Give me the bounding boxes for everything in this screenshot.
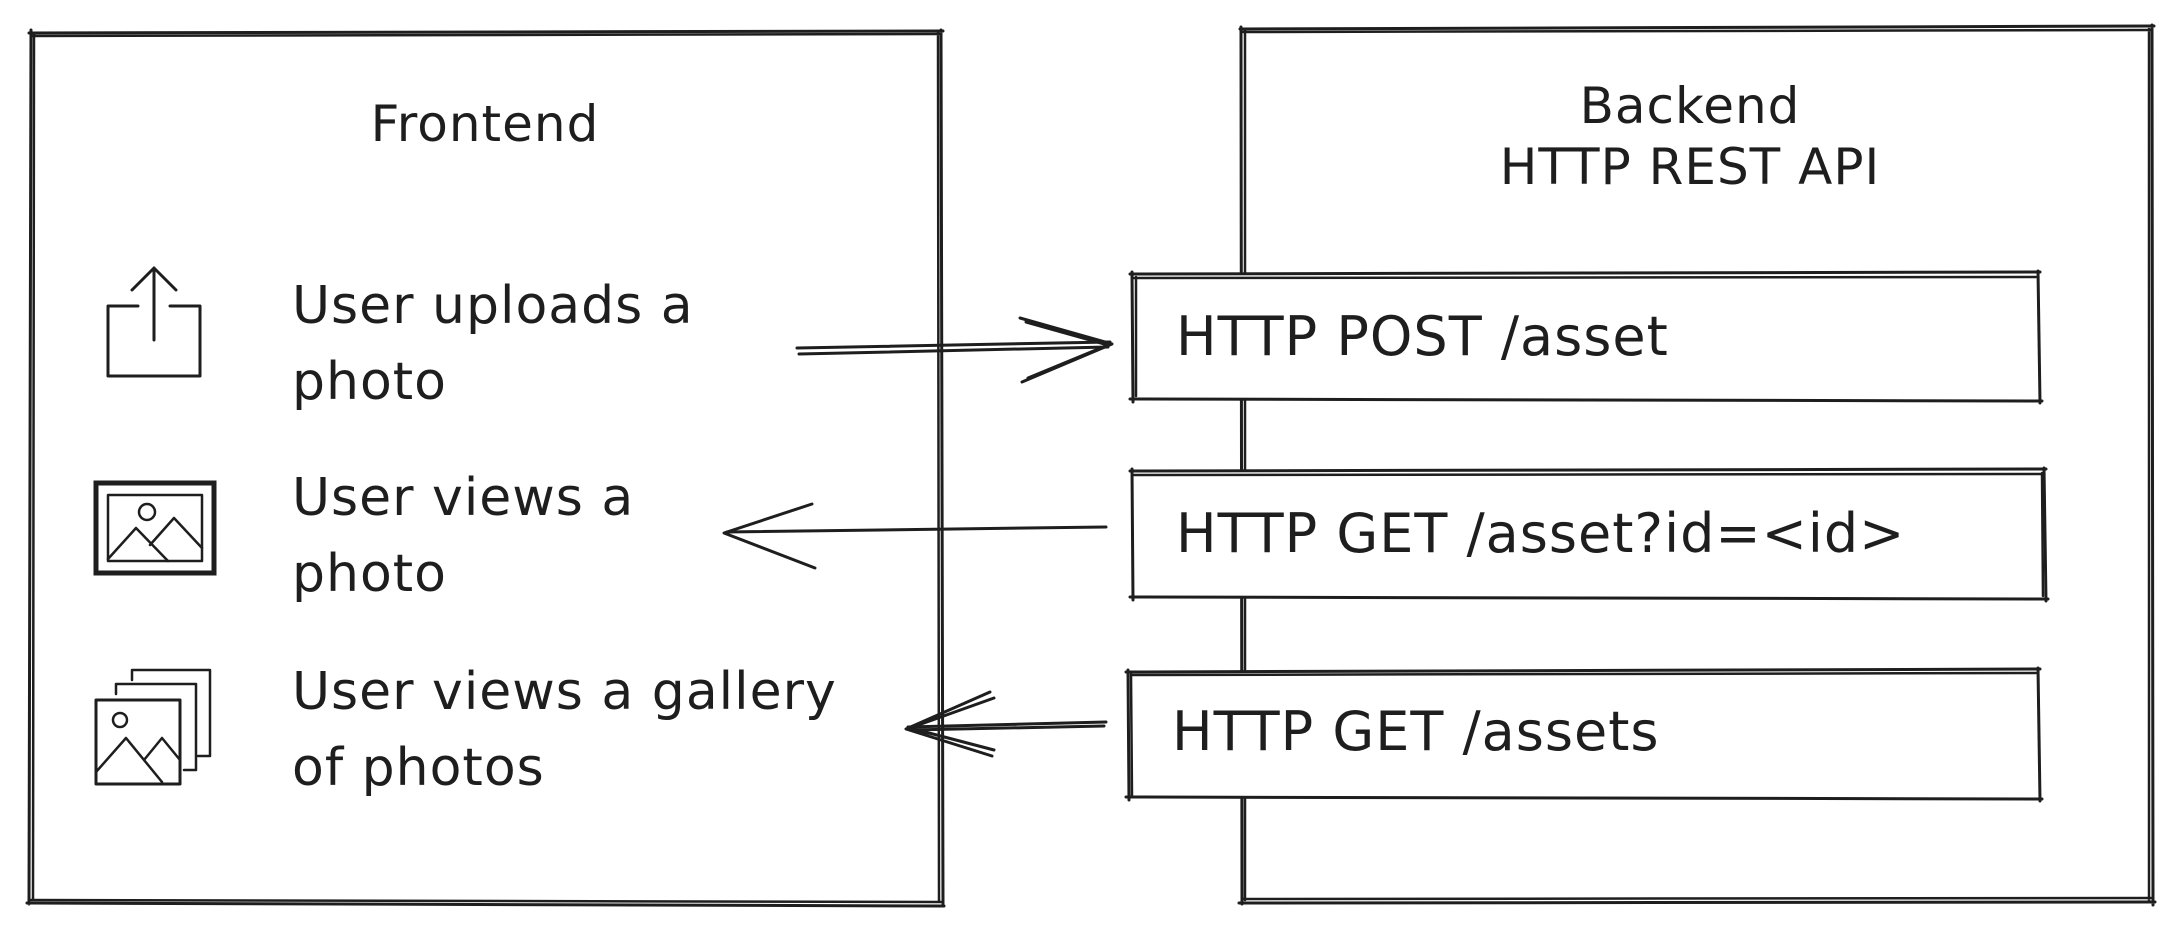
action-upload-text: User uploads a photo <box>292 268 694 420</box>
endpoint-post-asset-label: HTTP POST /asset <box>1176 305 1669 368</box>
endpoint-get-assets-label: HTTP GET /assets <box>1172 700 1660 763</box>
action-view-gallery-text: User views a gallery of photos <box>292 654 837 806</box>
backend-title: Backend HTTP REST API <box>1400 76 1980 198</box>
action-upload-line1: User uploads a <box>292 276 694 336</box>
endpoint-box-get-assets <box>1124 666 2044 803</box>
action-view-photo-line2: photo <box>292 544 447 604</box>
backend-title-line2: HTTP REST API <box>1499 138 1881 196</box>
upload-icon <box>106 266 202 378</box>
action-view-gallery-line1: User views a gallery <box>292 662 837 722</box>
endpoint-box-get-asset-by-id <box>1128 466 2050 603</box>
endpoint-box-post-asset <box>1128 269 2044 405</box>
photo-icon <box>93 480 217 576</box>
action-view-photo-text: User views a photo <box>292 460 634 612</box>
backend-title-line1: Backend <box>1579 77 1801 135</box>
frontend-title: Frontend <box>370 95 600 153</box>
arrow-upload-to-backend <box>795 316 1114 384</box>
action-view-photo-line1: User views a <box>292 468 635 528</box>
backend-panel <box>1237 23 2157 907</box>
endpoint-get-asset-by-id-label: HTTP GET /asset?id=<id> <box>1176 502 1906 565</box>
arrow-view-photo-to-frontend <box>722 502 1108 570</box>
action-view-gallery-line2: of photos <box>292 738 545 798</box>
frontend-panel <box>25 28 946 908</box>
action-upload-line2: photo <box>292 352 447 412</box>
gallery-icon <box>94 668 212 786</box>
arrow-gallery-to-frontend <box>904 690 1108 758</box>
